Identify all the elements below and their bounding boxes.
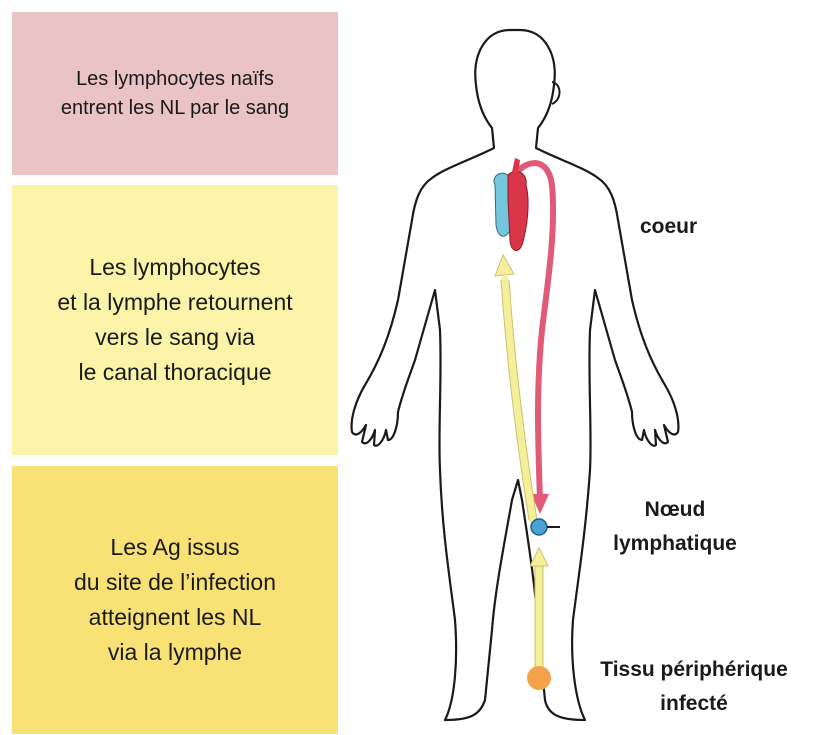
antigen-lymph-box: Les Ag issus du site de l’infection atte… [12,466,338,734]
naive-lymphocytes-box: Les lymphocytes naïfs entrent les NL par… [12,12,338,175]
lymph-return-box: Les lymphocytes et la lymphe retournent … [12,185,338,455]
lymph-node-label: Nœud lymphatique [585,493,765,560]
infected-tissue-label: Tissu périphérique infecté [568,653,820,720]
heart-label: coeur [640,210,697,244]
naive-lymphocytes-text: Les lymphocytes naïfs entrent les NL par… [61,65,289,123]
antigen-lymph-text: Les Ag issus du site de l’infection atte… [74,530,276,670]
human-body-diagram [340,0,820,735]
lymph-return-text: Les lymphocytes et la lymphe retournent … [57,250,292,390]
infected-tissue-icon [527,666,551,690]
